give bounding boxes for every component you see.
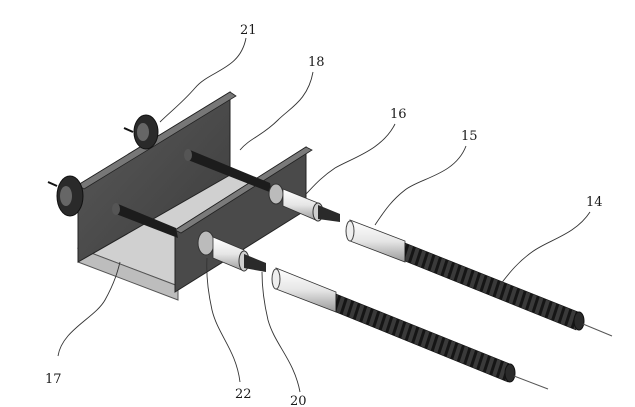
- leader-22: [206, 257, 241, 383]
- leader-17: [57, 261, 121, 357]
- callout-21: 21: [240, 23, 257, 38]
- leader-21: [159, 37, 247, 123]
- coupling-lower: [197, 230, 266, 272]
- leader-16: [304, 123, 396, 196]
- guide-bar-upper: [188, 150, 272, 193]
- callout-22: 22: [235, 387, 252, 402]
- guide-bars: [112, 149, 272, 238]
- mounting-bracket: [76, 91, 313, 301]
- coupling-upper: [268, 183, 340, 222]
- leader-18: [239, 71, 314, 151]
- leader-15: [374, 145, 467, 226]
- hex-nut-upper: [345, 219, 406, 263]
- drive-motor-upper: [123, 114, 159, 150]
- callout-15: 15: [461, 129, 478, 144]
- callout-17: 17: [45, 372, 62, 387]
- hex-nut-lower: [271, 267, 337, 313]
- callout-16: 16: [390, 107, 407, 122]
- callout-14: 14: [586, 195, 603, 210]
- leader-14: [499, 211, 591, 286]
- lead-screw-upper: [404, 242, 613, 337]
- guide-bar-lower: [116, 204, 178, 238]
- lead-screw-lower: [335, 293, 549, 390]
- callout-20: 20: [290, 394, 307, 407]
- drive-motor-lower: [47, 175, 84, 217]
- callout-18: 18: [308, 55, 325, 70]
- leader-20: [261, 271, 301, 393]
